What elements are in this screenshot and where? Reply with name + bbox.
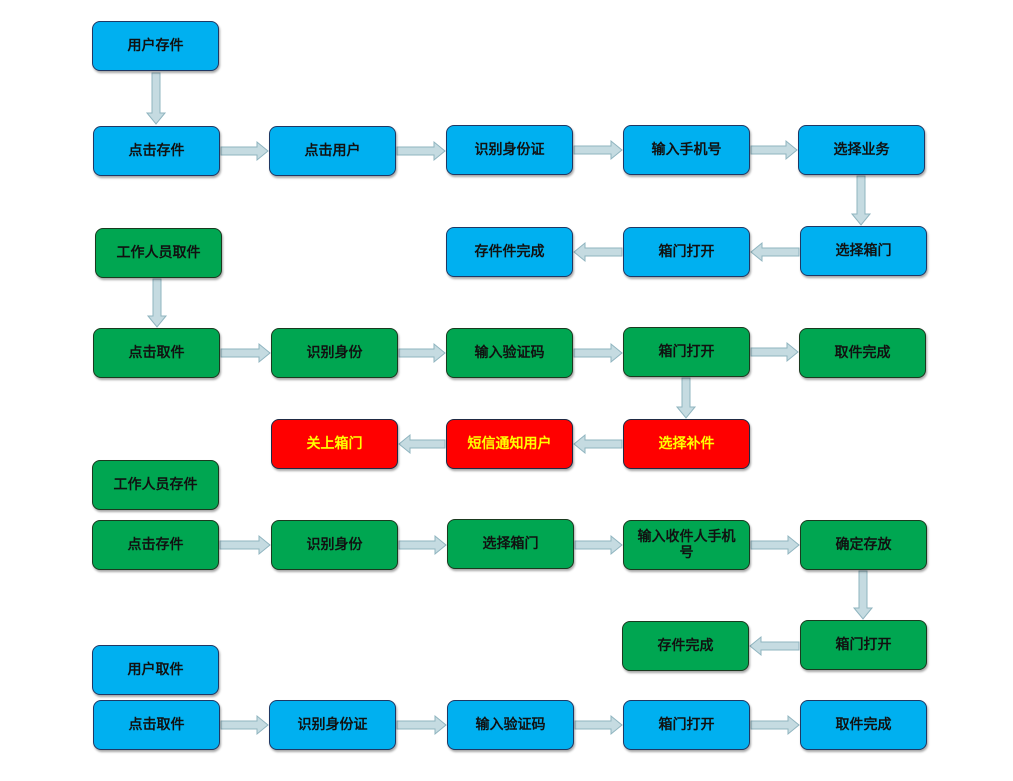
user-pickup-step-code: 输入验证码 bbox=[447, 700, 574, 750]
arrow-user-pickup-1 bbox=[220, 714, 269, 736]
arrow-staff-pickup-1 bbox=[220, 342, 271, 364]
staff-pickup-step-identify: 识别身份 bbox=[271, 328, 398, 378]
arrow-user-deposit-back-1 bbox=[750, 241, 800, 263]
user-deposit-step-id-card: 识别身份证 bbox=[446, 125, 573, 175]
user-deposit-step-click-user: 点击用户 bbox=[269, 126, 396, 176]
staff-deposit-step-identify: 识别身份 bbox=[271, 520, 398, 570]
staff-pickup-step-door-open: 箱门打开 bbox=[623, 327, 750, 377]
arrow-user-deposit-4 bbox=[750, 139, 798, 161]
user-deposit-step-phone: 输入手机号 bbox=[623, 125, 750, 175]
arrow-user-deposit-down bbox=[850, 175, 872, 226]
staff-pickup-step-sms-notify: 短信通知用户 bbox=[446, 419, 573, 469]
arrow-user-deposit-2 bbox=[396, 140, 446, 162]
user-pickup-title: 用户取件 bbox=[92, 645, 219, 695]
arrow-user-pickup-3 bbox=[574, 714, 623, 736]
arrow-staff-pickup-back-1 bbox=[573, 433, 623, 455]
user-deposit-step-select-service: 选择业务 bbox=[798, 125, 925, 175]
arrow-staff-pickup-start bbox=[146, 278, 168, 328]
user-pickup-step-complete: 取件完成 bbox=[800, 700, 927, 750]
staff-deposit-step-recipient-phone: 输入收件人手机号 bbox=[623, 520, 750, 570]
user-pickup-step-id-card: 识别身份证 bbox=[269, 700, 396, 750]
arrow-staff-pickup-back-2 bbox=[398, 433, 446, 455]
arrow-staff-pickup-4 bbox=[750, 341, 799, 363]
arrow-staff-pickup-2 bbox=[398, 342, 446, 364]
staff-deposit-title: 工作人员存件 bbox=[92, 460, 219, 510]
staff-deposit-step-complete: 存件完成 bbox=[622, 621, 749, 671]
user-deposit-step-door-open: 箱门打开 bbox=[623, 227, 750, 277]
staff-pickup-step-select-restock: 选择补件 bbox=[623, 419, 750, 469]
staff-pickup-title: 工作人员取件 bbox=[95, 228, 222, 278]
staff-deposit-step-click-deposit: 点击存件 bbox=[92, 520, 219, 570]
user-deposit-step-click-deposit: 点击存件 bbox=[93, 126, 220, 176]
arrow-user-deposit-3 bbox=[573, 139, 623, 161]
user-deposit-step-select-door: 选择箱门 bbox=[800, 226, 927, 276]
user-pickup-step-door-open: 箱门打开 bbox=[623, 700, 750, 750]
arrow-staff-deposit-4 bbox=[750, 534, 800, 556]
user-deposit-step-complete: 存件件完成 bbox=[446, 227, 573, 277]
arrow-staff-deposit-down bbox=[852, 570, 874, 620]
staff-pickup-step-close-door: 关上箱门 bbox=[271, 419, 398, 469]
arrow-user-pickup-2 bbox=[396, 714, 447, 736]
arrow-staff-deposit-2 bbox=[398, 534, 447, 556]
arrow-user-deposit-1 bbox=[220, 140, 269, 162]
arrow-user-deposit-start bbox=[145, 72, 167, 125]
staff-pickup-step-click-pickup: 点击取件 bbox=[93, 328, 220, 378]
arrow-staff-pickup-3 bbox=[573, 342, 623, 364]
arrow-staff-deposit-3 bbox=[574, 534, 623, 556]
staff-pickup-step-complete: 取件完成 bbox=[799, 328, 926, 378]
user-deposit-title: 用户存件 bbox=[92, 21, 219, 71]
staff-deposit-step-select-door: 选择箱门 bbox=[447, 519, 574, 569]
arrow-staff-pickup-down bbox=[675, 377, 697, 419]
arrow-staff-deposit-1 bbox=[219, 534, 271, 556]
user-pickup-step-click-pickup: 点击取件 bbox=[93, 700, 220, 750]
arrow-user-pickup-4 bbox=[750, 714, 800, 736]
staff-pickup-step-code: 输入验证码 bbox=[446, 328, 573, 378]
arrow-user-deposit-back-2 bbox=[573, 241, 623, 263]
arrow-staff-deposit-back bbox=[749, 635, 800, 657]
staff-deposit-step-door-open: 箱门打开 bbox=[800, 620, 927, 670]
staff-deposit-step-confirm: 确定存放 bbox=[800, 520, 927, 570]
